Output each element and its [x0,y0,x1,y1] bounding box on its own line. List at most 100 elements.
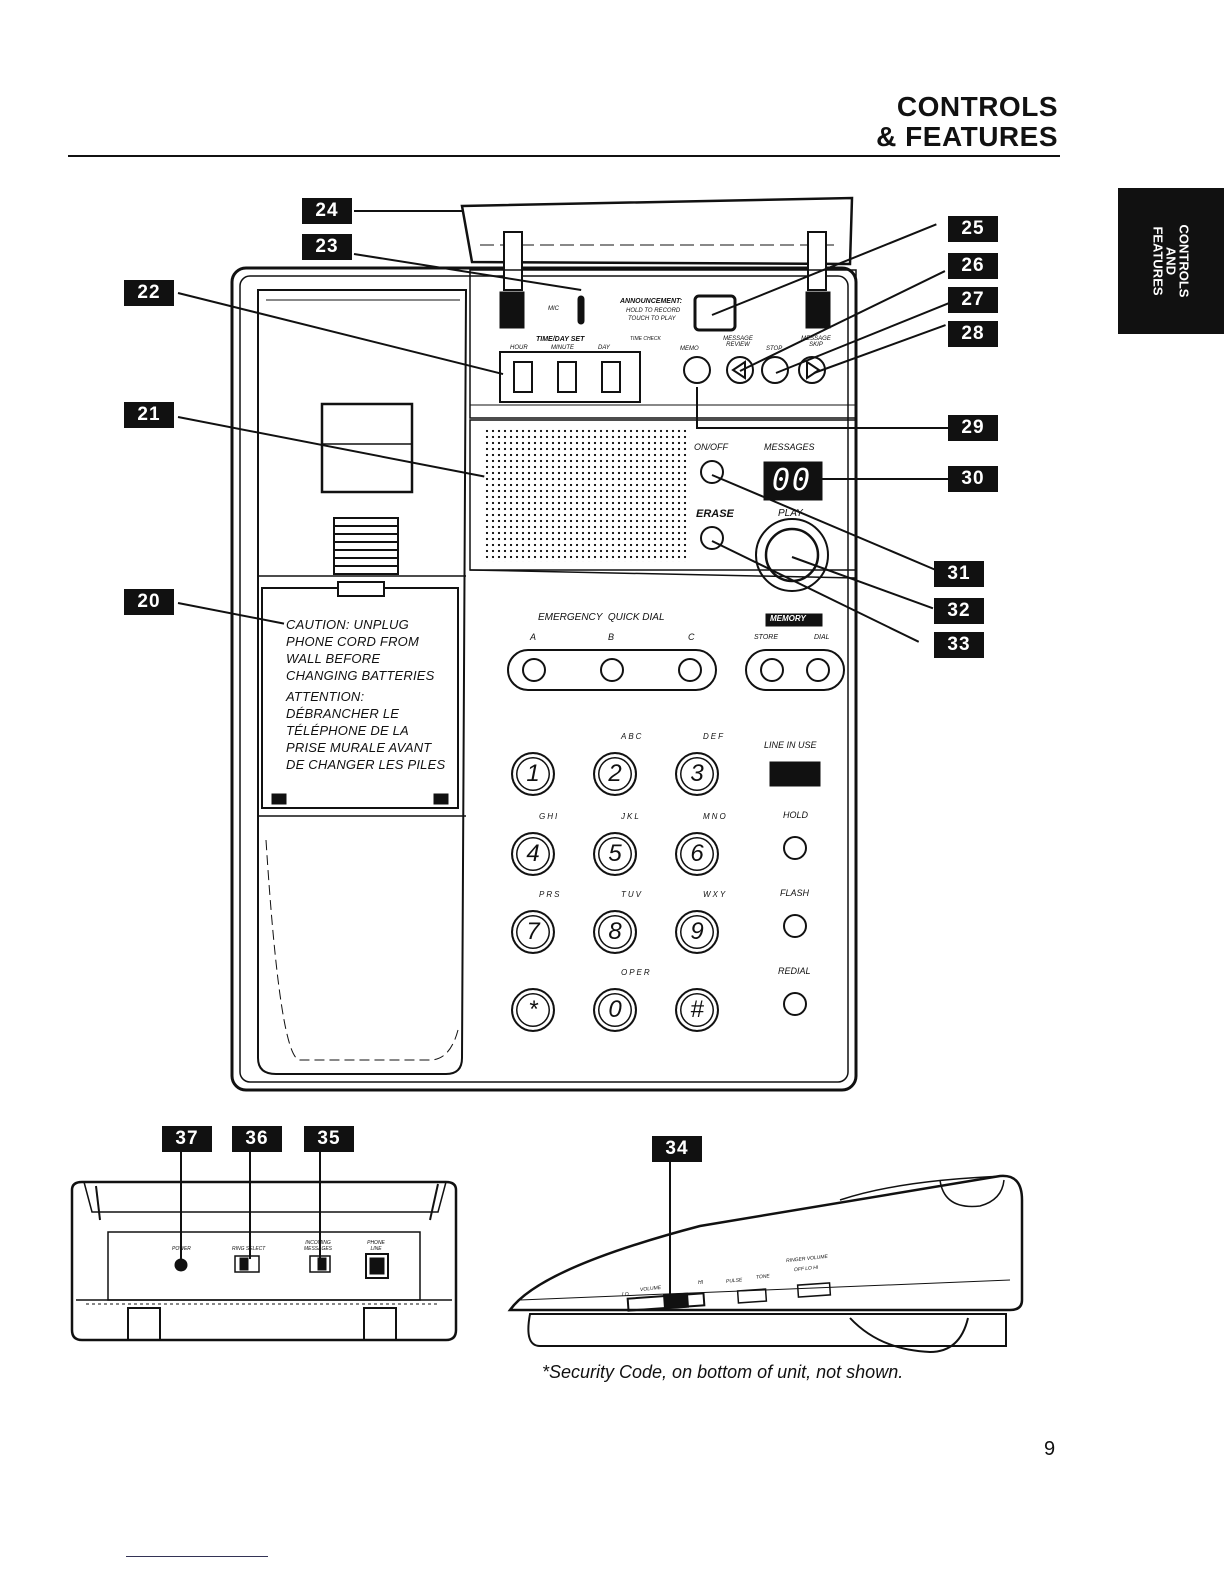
keypad-key-label: 2 [608,760,622,787]
dial-button [806,658,830,682]
caution-french: ATTENTION: DÉBRANCHER LE TÉLÉPHONE DE LA… [286,689,446,772]
hour-button [513,361,533,393]
keypad-key[interactable]: 8 [593,910,637,954]
callout-20: 20 [124,589,174,615]
callout-26: 26 [948,253,998,279]
play-button-ring [755,518,829,592]
callout-29: 29 [948,415,998,441]
keypad-key-label: 0 [608,996,622,1023]
keypad-key[interactable]: 9 [675,910,719,954]
keypad-key-label: 3 [690,760,704,787]
erase-button [700,526,724,550]
keypad-key-label: 9 [690,918,704,945]
keypad-letters: PRS [539,890,562,899]
keypad-key[interactable]: 3 [675,752,719,796]
memory-label: MEMORY [770,614,806,623]
hookswitch [320,402,414,494]
callout-34: 34 [652,1136,702,1162]
phone-line-label: PHONE LINE [367,1240,385,1252]
flash-label: FLASH [780,888,810,898]
quick-b-label: B [608,632,615,642]
callout-27: 27 [948,287,998,313]
leader-34 [669,1159,671,1307]
keypad-key-label: # [690,996,704,1023]
volume-hi-label: HI [698,1280,703,1286]
announcement-button [693,294,737,332]
keypad-letters: MNO [703,812,728,821]
announcement-sub1: HOLD TO RECORD [626,308,681,314]
keypad-key-label: 8 [608,918,622,945]
time-check-label: TIME CHECK [630,336,661,342]
keypad-letters: DEF [703,732,725,741]
callout-31: 31 [934,561,984,587]
announcement-label: ANNOUNCEMENT: [620,298,683,305]
callout-22: 22 [124,280,174,306]
security-code-note: *Security Code, on bottom of unit, not s… [542,1362,904,1382]
volume-lo-label: LO [622,1292,629,1298]
keypad-key[interactable]: 2 [593,752,637,796]
caution-english: CAUTION: UNPLUG PHONE CORD FROM WALL BEF… [286,617,435,683]
battery-caution-label: CAUTION: UNPLUG PHONE CORD FROM WALL BEF… [286,616,466,777]
keypad-key[interactable]: # [675,988,719,1032]
time-day-set-box [499,351,641,403]
quick-dial-b-button [600,658,624,682]
day-label: DAY [598,345,610,351]
keypad-key[interactable]: 5 [593,832,637,876]
minute-label: MINUTE [551,345,574,351]
power-jack [174,1258,188,1272]
messages-label: MESSAGES [764,442,815,452]
keypad-letters: JKL [621,812,641,821]
keypad-key[interactable]: 6 [675,832,719,876]
keypad-letters: WXY [703,890,728,899]
emergency-quick-dial-label: EMERGENCY QUICK DIAL [538,612,665,623]
header-rule [68,155,1060,157]
keypad-key-label: 7 [526,918,540,945]
on-off-label: ON/OFF [694,442,728,452]
header-line1: CONTROLS [896,91,1058,122]
quick-dial-a-button [522,658,546,682]
leader-29-vert [696,387,698,429]
callout-36: 36 [232,1126,282,1152]
keypad-key[interactable]: 4 [511,832,555,876]
phone-line-jack [365,1253,389,1279]
redial-label: REDIAL [778,966,811,976]
minute-button [557,361,577,393]
handset-cradle [257,289,468,1075]
leader-36 [249,1151,251,1259]
hold-button [783,836,807,860]
keypad-key-label: * [528,996,538,1023]
hour-label: HOUR [510,345,528,351]
message-review-button [726,356,754,384]
speaker-grille [484,428,690,562]
ringer-volume-switch [796,1282,832,1298]
callout-25: 25 [948,216,998,242]
memo-label: MEMO [680,346,699,352]
keypad-letters: OPER [621,968,652,977]
stop-button [761,356,789,384]
keypad-key[interactable]: 7 [511,910,555,954]
memo-button [683,356,711,384]
keypad-key[interactable]: * [511,988,555,1032]
quick-dial-bar [507,649,717,691]
quick-dial-c-button [678,658,702,682]
control-panel [469,269,857,419]
leader-37 [180,1151,182,1259]
message-skip-label: MESSAGE SKIP [801,336,831,348]
flash-button [783,914,807,938]
keypad-key[interactable]: 0 [593,988,637,1032]
leader-35 [319,1151,321,1259]
keypad-key-label: 4 [526,840,540,867]
keypad-key[interactable]: 1 [511,752,555,796]
callout-33: 33 [934,632,984,658]
pulse-tone-switch [736,1288,768,1304]
page-header: CONTROLS & FEATURES [876,92,1058,152]
on-off-button [700,460,724,484]
message-review-label: MESSAGE REVIEW [723,336,753,348]
leader-29 [697,427,949,429]
store-button [760,658,784,682]
play-label: PLAY [778,508,803,519]
mic-slot [577,295,585,325]
phone-body-outline [230,266,858,1092]
